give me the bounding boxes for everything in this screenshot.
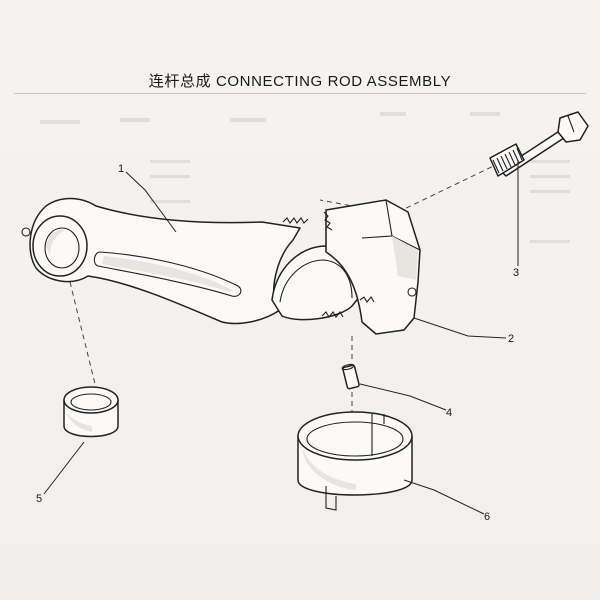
small-end-bushing bbox=[63, 386, 119, 438]
leader-lines bbox=[43, 160, 519, 515]
callout-6: 6 bbox=[484, 511, 490, 523]
callout-4: 4 bbox=[446, 407, 452, 419]
big-end-bearing-shells bbox=[297, 411, 413, 511]
connecting-rod-cap bbox=[323, 199, 421, 335]
title-divider bbox=[14, 93, 586, 94]
callout-5: 5 bbox=[36, 493, 42, 505]
callout-3: 3 bbox=[513, 267, 519, 279]
page-title: 连杆总成 CONNECTING ROD ASSEMBLY bbox=[148, 73, 452, 90]
connecting-rod-body bbox=[21, 197, 361, 325]
callout-2: 2 bbox=[508, 333, 514, 345]
connecting-rod-bolt bbox=[489, 111, 589, 177]
callout-1: 1 bbox=[118, 163, 124, 175]
dowel-pin bbox=[341, 363, 360, 390]
background-bleed-through bbox=[40, 112, 570, 243]
